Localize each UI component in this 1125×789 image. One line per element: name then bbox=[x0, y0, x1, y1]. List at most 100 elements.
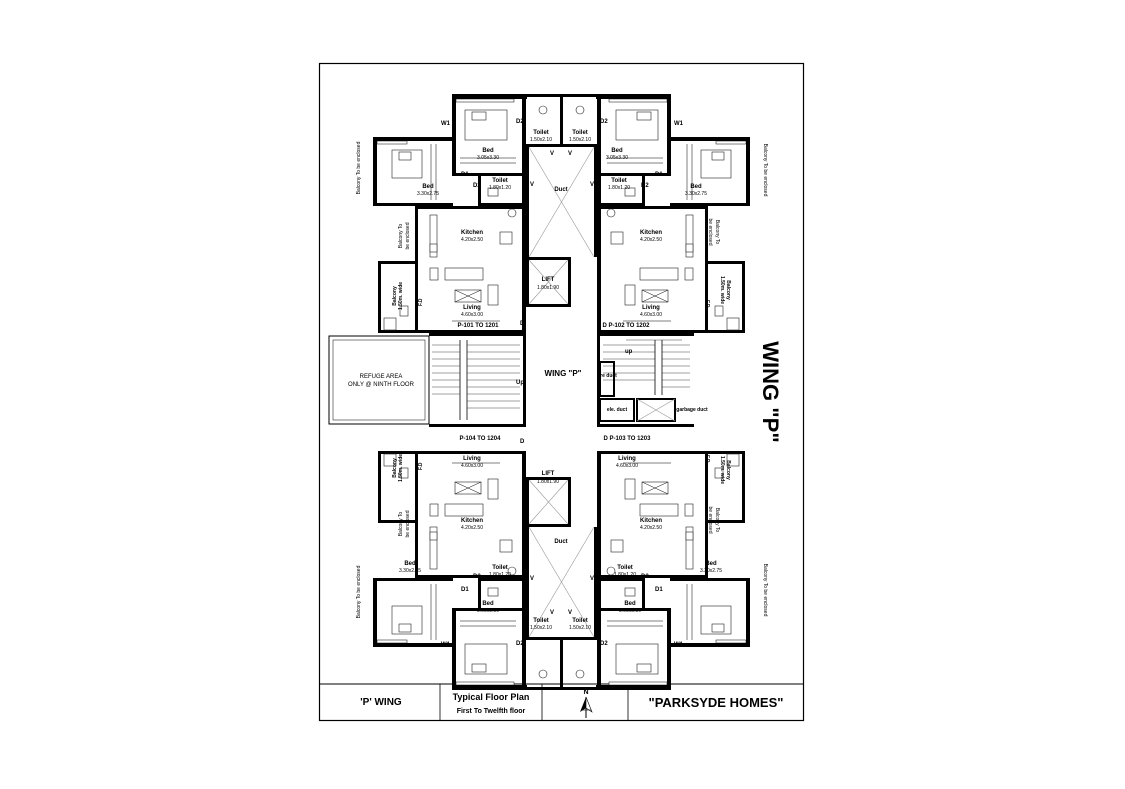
fd-label: F.D bbox=[704, 455, 710, 463]
door-mark: D2 bbox=[641, 183, 649, 189]
room-name-bed: Bed bbox=[422, 184, 434, 190]
room-dim-living: 4.60x3.00 bbox=[461, 463, 483, 469]
vent-mark: V bbox=[590, 182, 594, 188]
room-name-bed: Bed bbox=[690, 184, 702, 190]
vent-mark: V bbox=[568, 610, 572, 616]
room-dim-bed: 3.30x2.75 bbox=[685, 191, 707, 197]
door-mark: D1 bbox=[461, 587, 469, 593]
flat-left-upper bbox=[373, 94, 527, 333]
vent-mark: V bbox=[530, 576, 534, 582]
upper-half-plan bbox=[373, 93, 751, 334]
balcony-dim: 1.50m. wide bbox=[398, 454, 404, 482]
window-mark: W1 bbox=[441, 121, 451, 127]
door-mark: D1 bbox=[655, 587, 663, 593]
vent-mark: V bbox=[590, 576, 594, 582]
north-label: N bbox=[583, 689, 588, 696]
room-dim-kitchen: 4.20x2.50 bbox=[640, 237, 662, 243]
stair-up-label: Up bbox=[516, 380, 524, 386]
garbage-duct-label: garbage duct bbox=[676, 407, 708, 413]
room-name-toilet: Toilet bbox=[533, 130, 549, 136]
duct-label: Duct bbox=[554, 539, 567, 545]
room-name-bed: Bed bbox=[404, 561, 416, 567]
room-name-living: Living bbox=[463, 305, 481, 311]
mid-core bbox=[328, 333, 694, 427]
balcony-kitchen-label: be enclosed bbox=[707, 219, 713, 246]
title-block: 'P' WING Typical Floor Plan First To Twe… bbox=[360, 689, 783, 718]
room-dim-kitchen: 4.20x2.50 bbox=[461, 237, 483, 243]
room-name-toilet: Toilet bbox=[492, 178, 508, 184]
room-dim-toilet: 1.50x2.10 bbox=[569, 137, 591, 143]
balcony-label: Balcony bbox=[725, 280, 731, 300]
room-dim-bed: 3.30x2.75 bbox=[399, 568, 421, 574]
door-mark: D2 bbox=[473, 183, 481, 189]
balcony-enclosed-label: Balcony To be enclosed bbox=[356, 141, 362, 194]
door-mark: D2 bbox=[516, 119, 524, 125]
fire-duct-label: fire duct bbox=[597, 373, 617, 379]
titleblock-plan-title: Typical Floor Plan bbox=[453, 692, 530, 702]
room-name-living: Living bbox=[618, 456, 636, 462]
room-name-lift: LIFT bbox=[542, 471, 555, 477]
room-dim-toilet: 1.50x2.10 bbox=[530, 137, 552, 143]
vent-mark: V bbox=[550, 610, 554, 616]
balcony-kitchen-label: Balcony To bbox=[714, 508, 720, 533]
room-dim-bed: 3.30x2.75 bbox=[417, 191, 439, 197]
room-dim-toilet: 1.50x2.10 bbox=[530, 625, 552, 631]
wing-center-label: WING "P" bbox=[545, 369, 582, 378]
room-dim-toilet: 1.50x2.10 bbox=[569, 625, 591, 631]
fd-label: F.D bbox=[704, 300, 710, 308]
stair-up-label: up bbox=[625, 349, 633, 355]
door-mark: D2 bbox=[516, 641, 524, 647]
balcony-kitchen-label: Balcony To bbox=[398, 224, 404, 249]
balcony-kitchen-label: be enclosed bbox=[405, 510, 411, 537]
balcony-enclosed-label: Balcony To be enclosed bbox=[356, 565, 362, 618]
door-mark: D2 bbox=[600, 119, 608, 125]
lower-half-plan bbox=[373, 451, 750, 690]
flat-label-p101: P-101 TO 1201 bbox=[458, 323, 500, 329]
room-dim-toilet: 1.80x1.20 bbox=[489, 572, 511, 578]
duct-label: Duct bbox=[554, 187, 567, 193]
room-dim-bed: 3.05x3.30 bbox=[606, 155, 628, 161]
room-dim-bed: 3.30x2.75 bbox=[700, 568, 722, 574]
door-mark: D1 bbox=[461, 172, 469, 178]
vent-mark: V bbox=[530, 182, 534, 188]
vent-mark: V bbox=[550, 151, 554, 157]
balcony-dim: 1.50m. wide bbox=[719, 456, 725, 484]
flat-label-p104: P-104 TO 1204 bbox=[460, 436, 502, 442]
north-arrow-icon bbox=[580, 696, 593, 718]
room-dim-toilet: 1.80x1.20 bbox=[614, 572, 636, 578]
vent-mark: V bbox=[568, 151, 572, 157]
fd-label: F.D bbox=[418, 298, 424, 306]
balcony-kitchen-label: Balcony To bbox=[714, 220, 720, 245]
room-dim-toilet: 1.80x1.20 bbox=[489, 185, 511, 191]
room-dim-kitchen: 4.20x2.50 bbox=[461, 525, 483, 531]
balcony-label: Balcony bbox=[725, 460, 731, 480]
room-name-toilet: Toilet bbox=[533, 618, 549, 624]
balcony-enclosed-label: Balcony To be enclosed bbox=[762, 144, 768, 197]
room-dim-living: 4.60x3.00 bbox=[461, 312, 483, 318]
room-dim-living: 4.60x3.00 bbox=[616, 463, 638, 469]
room-name-bed: Bed bbox=[611, 148, 623, 154]
room-dim-lift: 1.80x1.90 bbox=[537, 479, 559, 485]
door-mark: D bbox=[520, 321, 525, 327]
balcony-kitchen-label: Balcony To bbox=[398, 512, 404, 537]
refuge-label: ONLY @ NINTH FLOOR bbox=[348, 382, 415, 388]
titleblock-wing: 'P' WING bbox=[360, 697, 402, 708]
room-labels: Bed 3.05x3.30 Bed 3.30x2.75 Toilet 1.80x… bbox=[348, 119, 783, 648]
room-name-kitchen: Kitchen bbox=[461, 230, 483, 236]
room-name-kitchen: Kitchen bbox=[640, 230, 662, 236]
door-mark: D2 bbox=[641, 574, 649, 580]
door-mark: D1 bbox=[655, 172, 663, 178]
room-dim-bed: 3.05x3.30 bbox=[619, 608, 641, 614]
balcony-label: Balcony bbox=[392, 286, 398, 306]
fd-label: F.D bbox=[418, 462, 424, 470]
flat-label-p102: D P-102 TO 1202 bbox=[603, 323, 651, 329]
balcony-kitchen-label: be enclosed bbox=[707, 507, 713, 534]
room-name-toilet: Toilet bbox=[572, 130, 588, 136]
room-name-lift: LIFT bbox=[542, 277, 555, 283]
refuge-label: REFUGE AREA bbox=[360, 374, 403, 380]
room-name-kitchen: Kitchen bbox=[461, 518, 483, 524]
room-dim-lift: 1.80x1.90 bbox=[537, 285, 559, 291]
room-dim-bed: 3.05x3.30 bbox=[477, 155, 499, 161]
